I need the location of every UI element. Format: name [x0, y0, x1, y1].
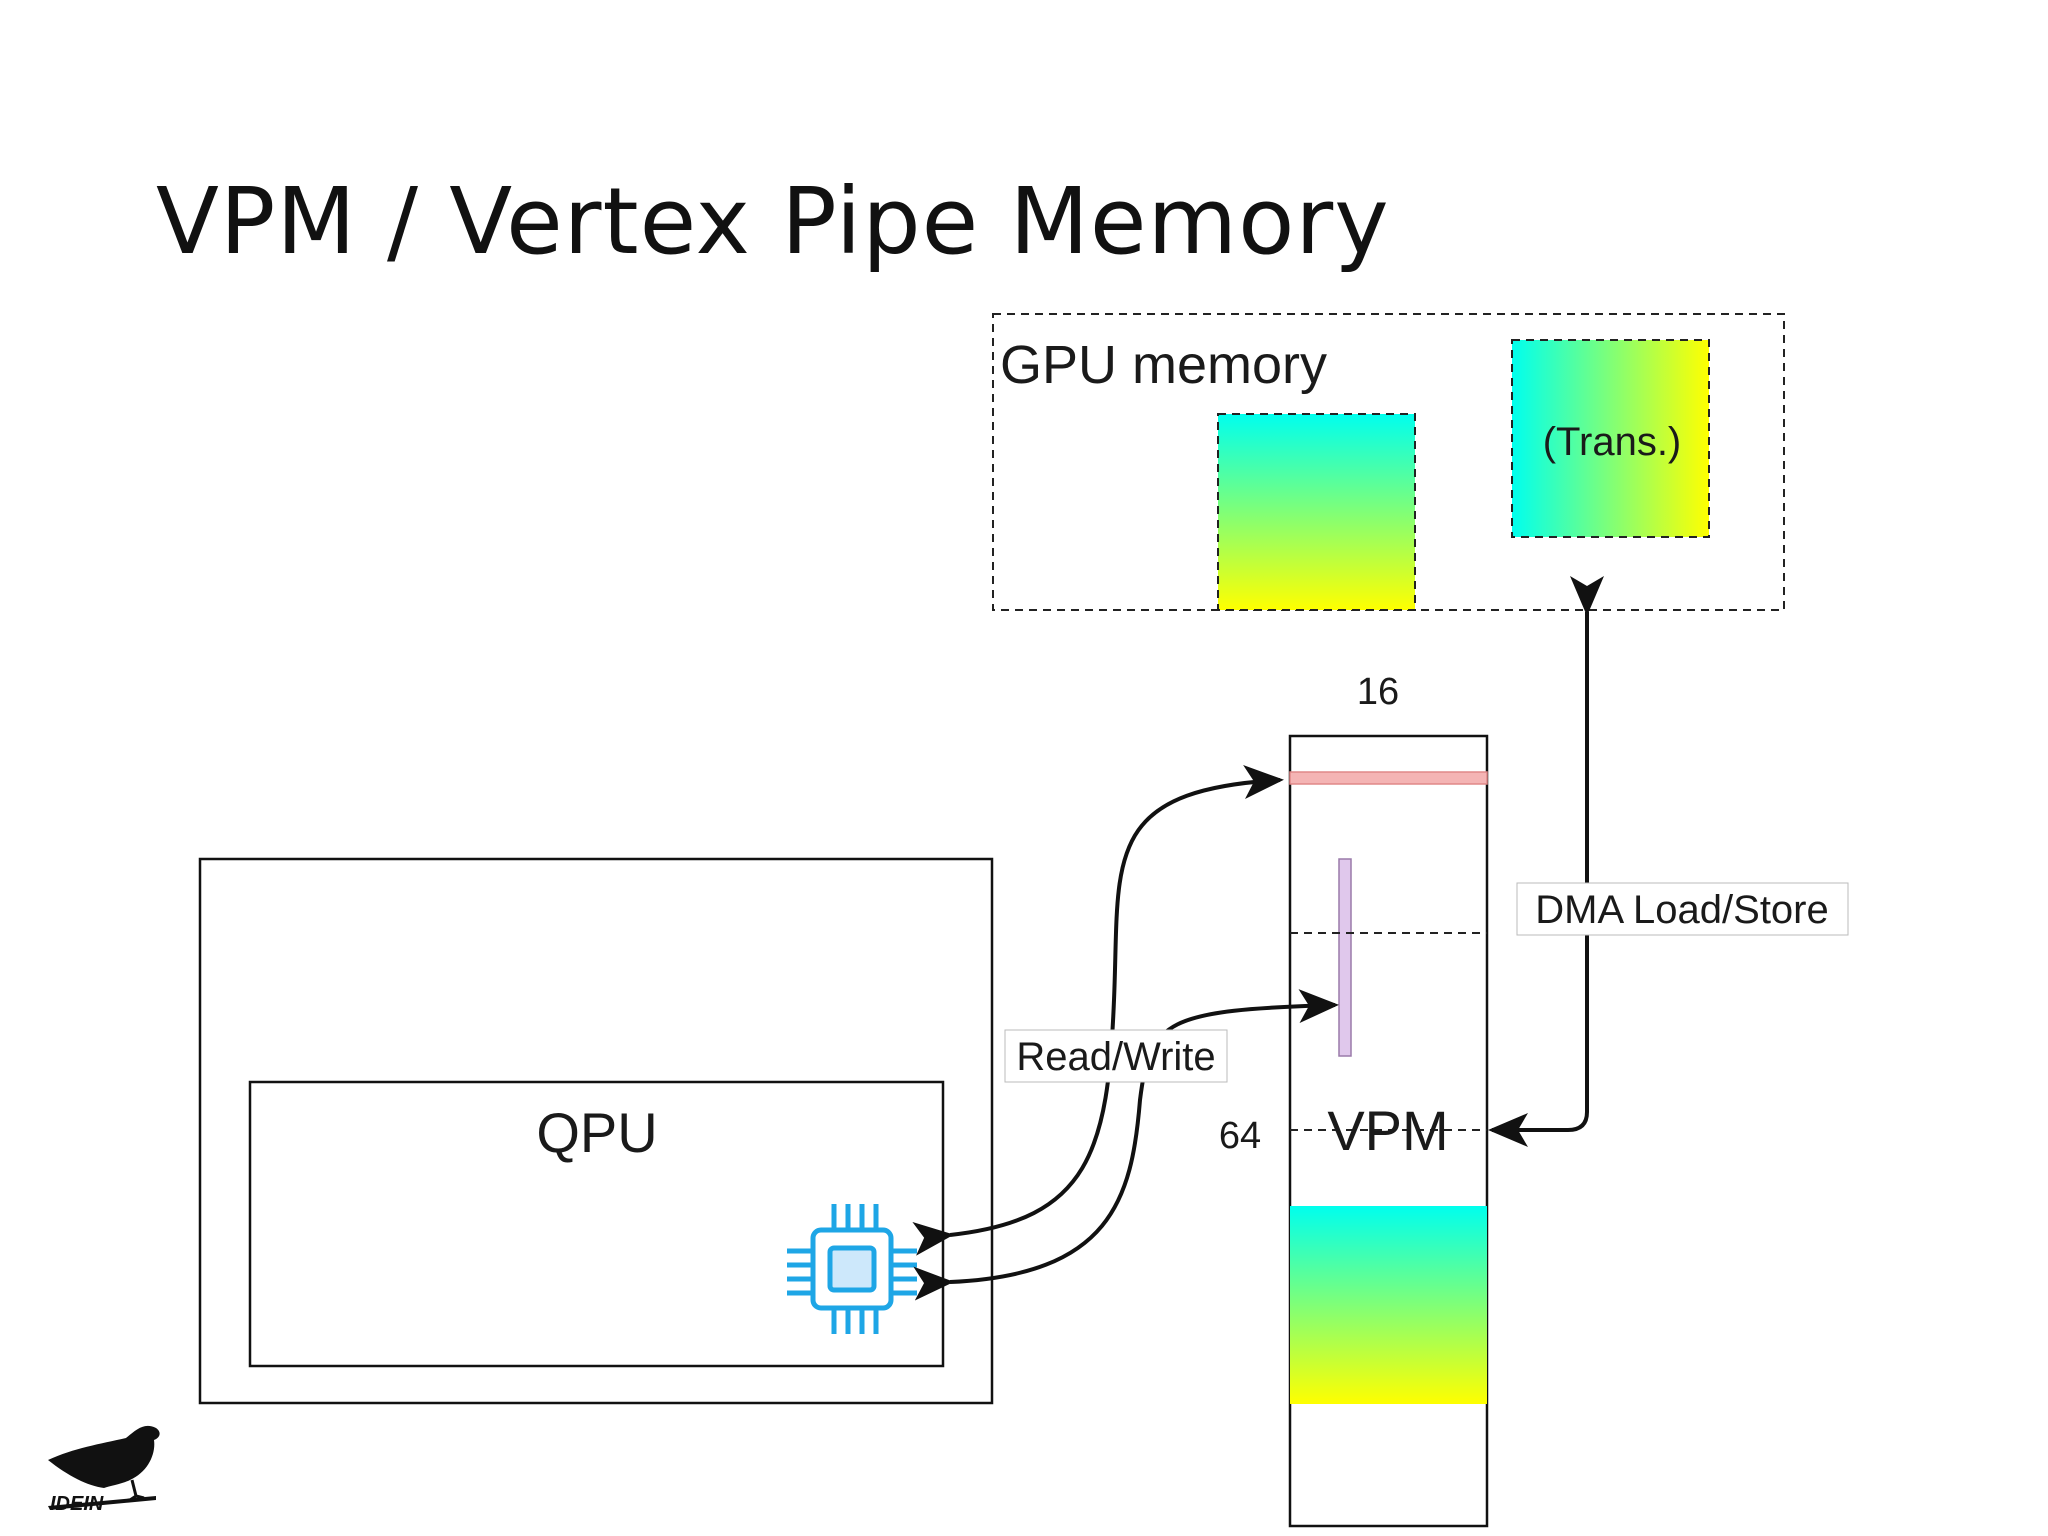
idein-logo-text: IDEIN [50, 1493, 104, 1512]
vpm-width-label: 16 [1357, 671, 1399, 713]
read-write-label-box: Read/Write [1004, 1029, 1228, 1083]
read-write-arrows [912, 765, 1339, 1301]
vpm-label: VPM [1327, 1099, 1448, 1162]
gpu-memory-label: GPU memory [1000, 335, 1327, 395]
qpu-box: QPU [248, 1080, 945, 1368]
vpm-column-highlight [1338, 858, 1352, 1057]
dma-label: DMA Load/Store [1535, 888, 1829, 932]
trans-label: (Trans.) [1543, 420, 1682, 464]
vpm-row-highlight [1289, 771, 1488, 785]
dma-arrow [1488, 576, 1604, 1147]
idein-logo: IDEIN [48, 1425, 160, 1512]
gpu-memory-box: GPU memory (Trans.) [992, 313, 1785, 611]
qpu-label: QPU [536, 1101, 657, 1164]
transposed-block [1511, 339, 1710, 538]
slide-title: VPM / Vertex Pipe Memory [156, 168, 1390, 275]
chip-icon [787, 1204, 917, 1334]
vpm-height-label: 64 [1219, 1115, 1261, 1157]
vpm-data-block [1290, 1206, 1487, 1404]
dma-label-box: DMA Load/Store [1516, 882, 1849, 936]
vpm-block: VPM 16 64 [1219, 671, 1489, 1528]
matrix-block [1217, 413, 1416, 611]
read-write-label: Read/Write [1016, 1035, 1215, 1079]
